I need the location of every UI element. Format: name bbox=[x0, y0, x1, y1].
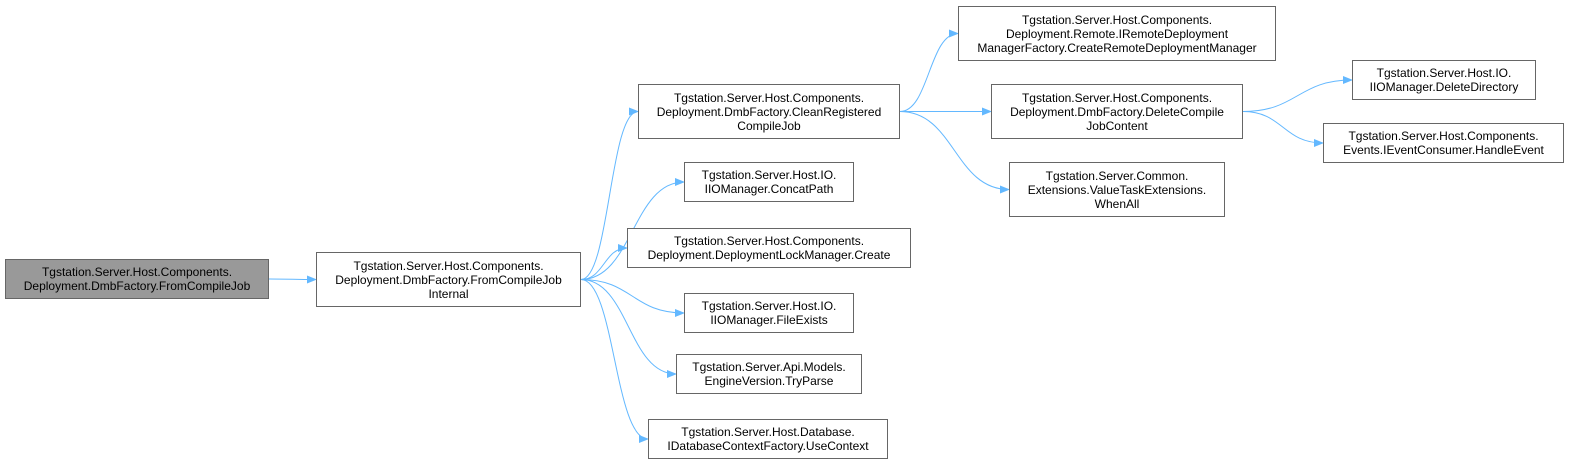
node-deploymentlockmanager-create[interactable]: Tgstation.Server.Host.Components. Deploy… bbox=[627, 228, 911, 268]
edge-clean-to-remote bbox=[899, 29, 959, 112]
edge-internal-to-fileexists bbox=[580, 279, 685, 317]
node-dmbfactory-fromcompilejob[interactable]: Tgstation.Server.Host.Components. Deploy… bbox=[5, 259, 269, 299]
node-label: Tgstation.Server.Api.Models. EngineVersi… bbox=[692, 360, 846, 388]
node-label: Tgstation.Server.Common. Extensions.Valu… bbox=[1027, 168, 1207, 211]
node-iiomanager-fileexists[interactable]: Tgstation.Server.Host.IO. IIOManager.Fil… bbox=[684, 293, 854, 333]
node-dmbfactory-deletecompilejobcontent[interactable]: Tgstation.Server.Host.Components. Deploy… bbox=[991, 84, 1243, 139]
node-label: Tgstation.Server.Host.Components. Deploy… bbox=[1010, 90, 1224, 133]
node-label: Tgstation.Server.Host.IO. IIOManager.Fil… bbox=[701, 299, 837, 327]
node-label: Tgstation.Server.Host.Components. Deploy… bbox=[335, 258, 562, 301]
edge-root-to-internal bbox=[268, 275, 317, 284]
edge-internal-to-lockcreate bbox=[580, 244, 628, 280]
node-label: Tgstation.Server.Host.Components. Deploy… bbox=[977, 12, 1257, 55]
node-idatabasecontextfactory-usecontext[interactable]: Tgstation.Server.Host.Database. IDatabas… bbox=[648, 419, 888, 459]
node-label: Tgstation.Server.Host.Database. IDatabas… bbox=[667, 425, 869, 453]
node-label: Tgstation.Server.Host.IO. IIOManager.Con… bbox=[701, 168, 837, 196]
edge-internal-to-clean bbox=[580, 107, 639, 280]
node-valuetaskextensions-whenall[interactable]: Tgstation.Server.Common. Extensions.Valu… bbox=[1009, 162, 1225, 217]
node-dmbfactory-cleanregisteredcompilejob[interactable]: Tgstation.Server.Host.Components. Deploy… bbox=[638, 84, 900, 139]
node-ieventconsumer-handleevent[interactable]: Tgstation.Server.Host.Components. Events… bbox=[1323, 123, 1564, 163]
node-label: Tgstation.Server.Host.IO. IIOManager.Del… bbox=[1369, 66, 1519, 94]
node-iremotedeploymentmanagerfactory-createremotedeploymentmanager[interactable]: Tgstation.Server.Host.Components. Deploy… bbox=[958, 6, 1276, 61]
node-dmbfactory-fromcompilejobinternal[interactable]: Tgstation.Server.Host.Components. Deploy… bbox=[316, 252, 581, 307]
node-iiomanager-deletedirectory[interactable]: Tgstation.Server.Host.IO. IIOManager.Del… bbox=[1352, 60, 1536, 100]
edge-internal-to-usecontext bbox=[580, 279, 649, 443]
node-iiomanager-concatpath[interactable]: Tgstation.Server.Host.IO. IIOManager.Con… bbox=[684, 162, 854, 202]
node-label: Tgstation.Server.Host.Components. Events… bbox=[1343, 129, 1544, 157]
node-label: Tgstation.Server.Host.Components. Deploy… bbox=[656, 90, 882, 133]
node-label: Tgstation.Server.Host.Components. Deploy… bbox=[647, 234, 891, 262]
edge-deletejob-to-deletedir bbox=[1242, 76, 1353, 112]
edge-clean-to-whenall bbox=[899, 111, 1010, 194]
edge-deletejob-to-handleevent bbox=[1242, 111, 1324, 147]
node-label: Tgstation.Server.Host.Components. Deploy… bbox=[23, 265, 251, 293]
edge-internal-to-tryparse bbox=[580, 279, 677, 378]
node-engineversion-tryparse[interactable]: Tgstation.Server.Api.Models. EngineVersi… bbox=[676, 354, 862, 394]
